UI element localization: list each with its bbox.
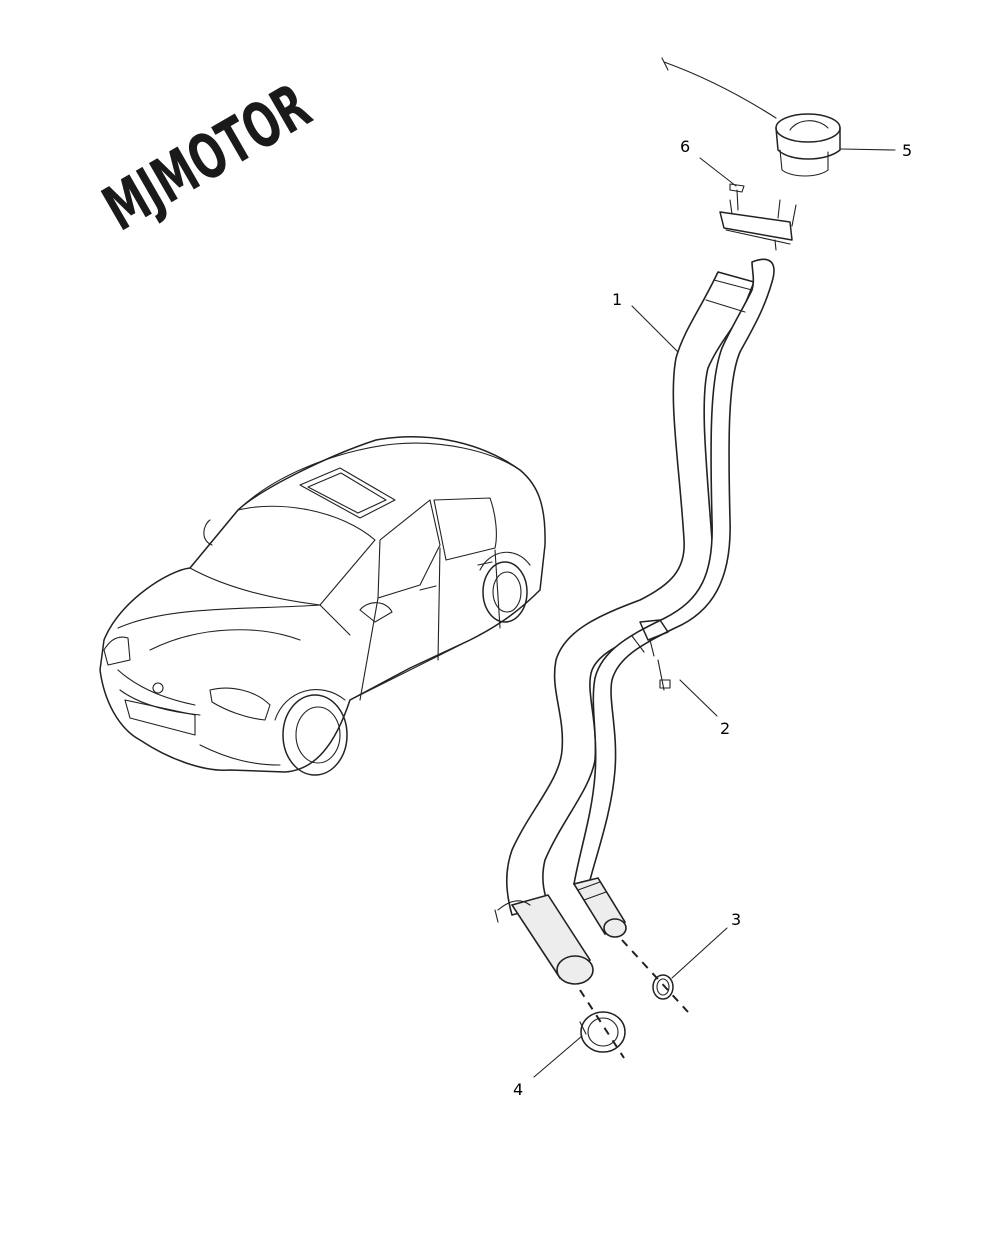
callout-4: 4 <box>513 1080 523 1099</box>
bracket-bolt <box>657 659 671 691</box>
leader-lines <box>533 148 896 1078</box>
fuel-cap <box>661 57 841 177</box>
callout-1: 1 <box>612 290 622 309</box>
callout-5: 5 <box>902 141 912 160</box>
centerline-large <box>579 989 625 1059</box>
callout-6: 6 <box>680 137 690 156</box>
mounting-screws <box>729 183 745 211</box>
callout-3: 3 <box>731 910 741 929</box>
brand-logo: MJMOTOR <box>91 69 322 245</box>
callout-2: 2 <box>720 719 730 738</box>
car-illustration <box>99 436 546 776</box>
hose-clamp-large <box>579 1011 626 1053</box>
hose-clamp-small <box>652 974 674 1000</box>
hose-connectors <box>494 877 627 985</box>
filler-neck-tube <box>506 199 797 916</box>
centerline-small <box>621 939 689 1013</box>
logo-text: MJMOTOR <box>91 69 322 245</box>
